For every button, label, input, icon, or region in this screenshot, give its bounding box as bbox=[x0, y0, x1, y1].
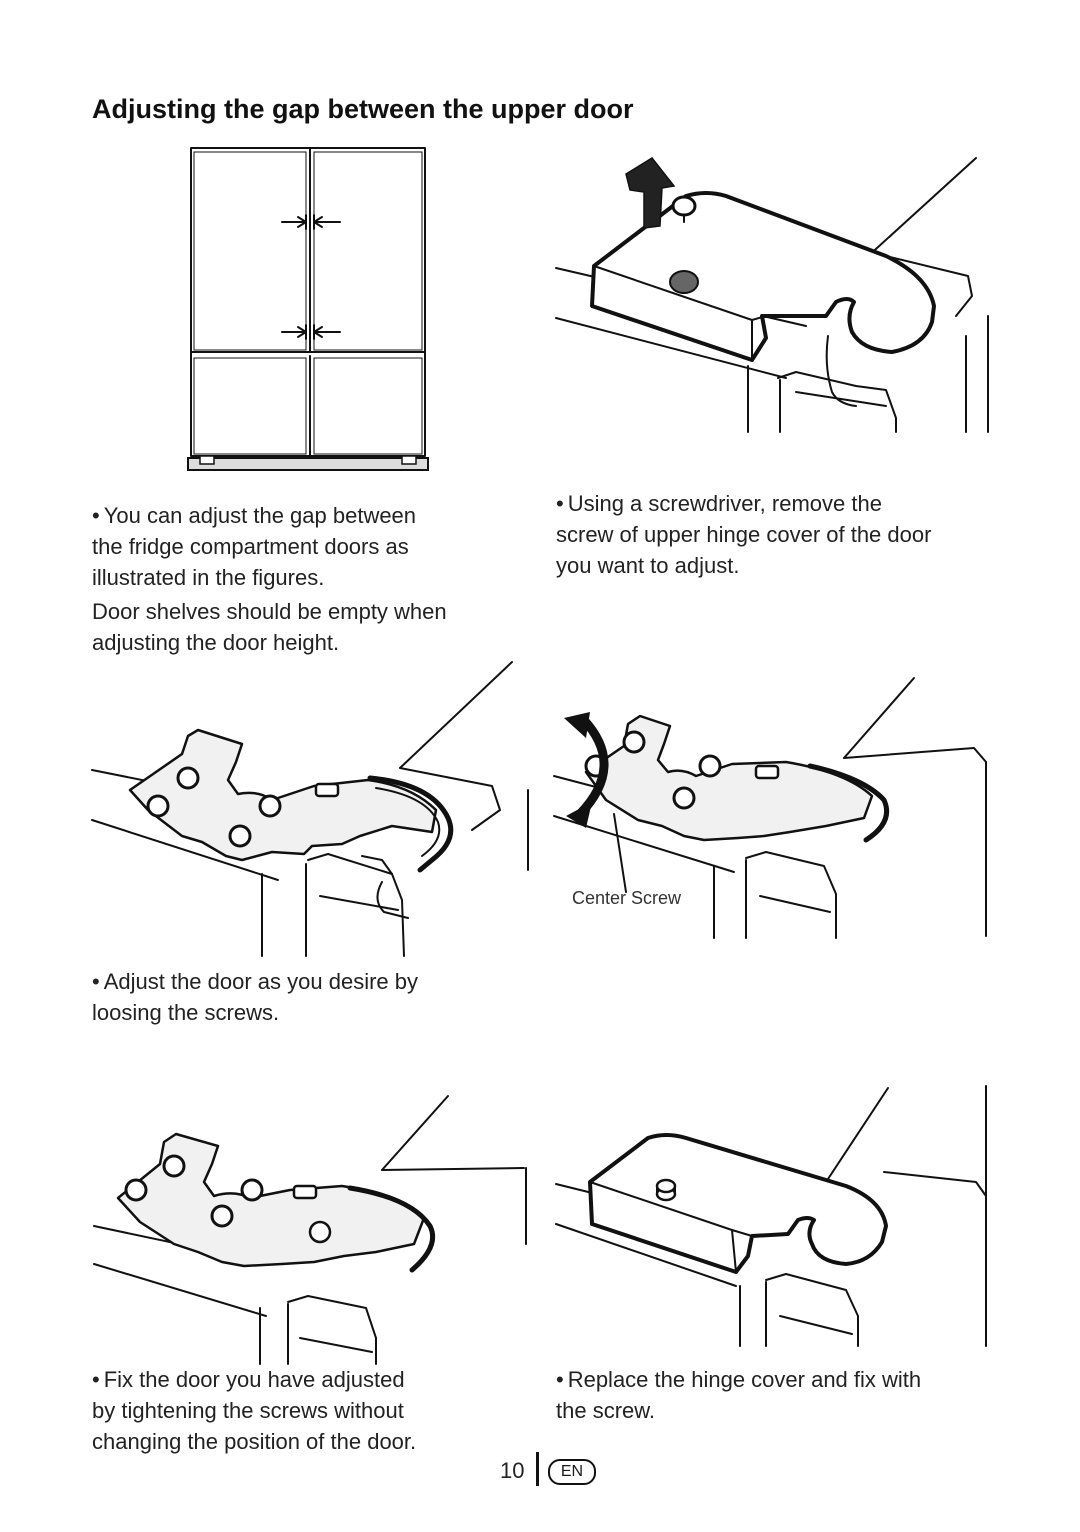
step5-line2: the screw. bbox=[556, 1398, 656, 1423]
step3-line1: Adjust the door as you desire by bbox=[92, 966, 418, 997]
page-number-divider bbox=[536, 1452, 539, 1486]
language-badge-label: EN bbox=[560, 1463, 584, 1480]
step1-line3: illustrated in the figures. bbox=[92, 565, 325, 590]
step3-text: Adjust the door as you desire by loosing… bbox=[92, 966, 418, 1028]
step3-line2: loosing the screws. bbox=[92, 1000, 280, 1025]
step4-line1: Fix the door you have adjusted bbox=[92, 1364, 416, 1395]
step4-text: Fix the door you have adjusted by tighte… bbox=[92, 1364, 416, 1457]
hinge-plate-tightened-figure bbox=[93, 1095, 527, 1365]
language-badge: EN bbox=[548, 1459, 596, 1485]
step1-note-line2: adjusting the door height. bbox=[92, 630, 340, 655]
page-title: Adjusting the gap between the upper door bbox=[92, 94, 634, 124]
center-screw-label: Center Screw bbox=[572, 888, 682, 908]
center-screw-rotation-figure bbox=[553, 677, 987, 939]
step1-text: You can adjust the gap between the fridg… bbox=[92, 500, 416, 593]
step5-line1: Replace the hinge cover and fix with bbox=[556, 1364, 921, 1395]
step2-text: Using a screwdriver, remove the screw of… bbox=[556, 488, 931, 581]
step1-note-line1: Door shelves should be empty when bbox=[92, 599, 447, 624]
step1-line1: You can adjust the gap between bbox=[92, 500, 416, 531]
step5-text: Replace the hinge cover and fix with the… bbox=[556, 1364, 921, 1426]
hinge-plate-screws-figure bbox=[91, 661, 529, 957]
step1-note: Door shelves should be empty when adjust… bbox=[92, 596, 447, 658]
step1-line2: the fridge compartment doors as bbox=[92, 534, 409, 559]
step4-line3: changing the position of the door. bbox=[92, 1429, 417, 1454]
hinge-cover-removal-figure bbox=[555, 157, 989, 433]
page-number: 10 bbox=[500, 1458, 525, 1483]
hinge-cover-replaced-figure bbox=[555, 1085, 987, 1347]
fridge-front-figure bbox=[187, 147, 429, 471]
step2-line3: you want to adjust. bbox=[556, 553, 740, 578]
step2-line2: screw of upper hinge cover of the door bbox=[556, 522, 932, 547]
step4-line2: by tightening the screws without bbox=[92, 1398, 404, 1423]
step2-line1: Using a screwdriver, remove the bbox=[556, 488, 931, 519]
